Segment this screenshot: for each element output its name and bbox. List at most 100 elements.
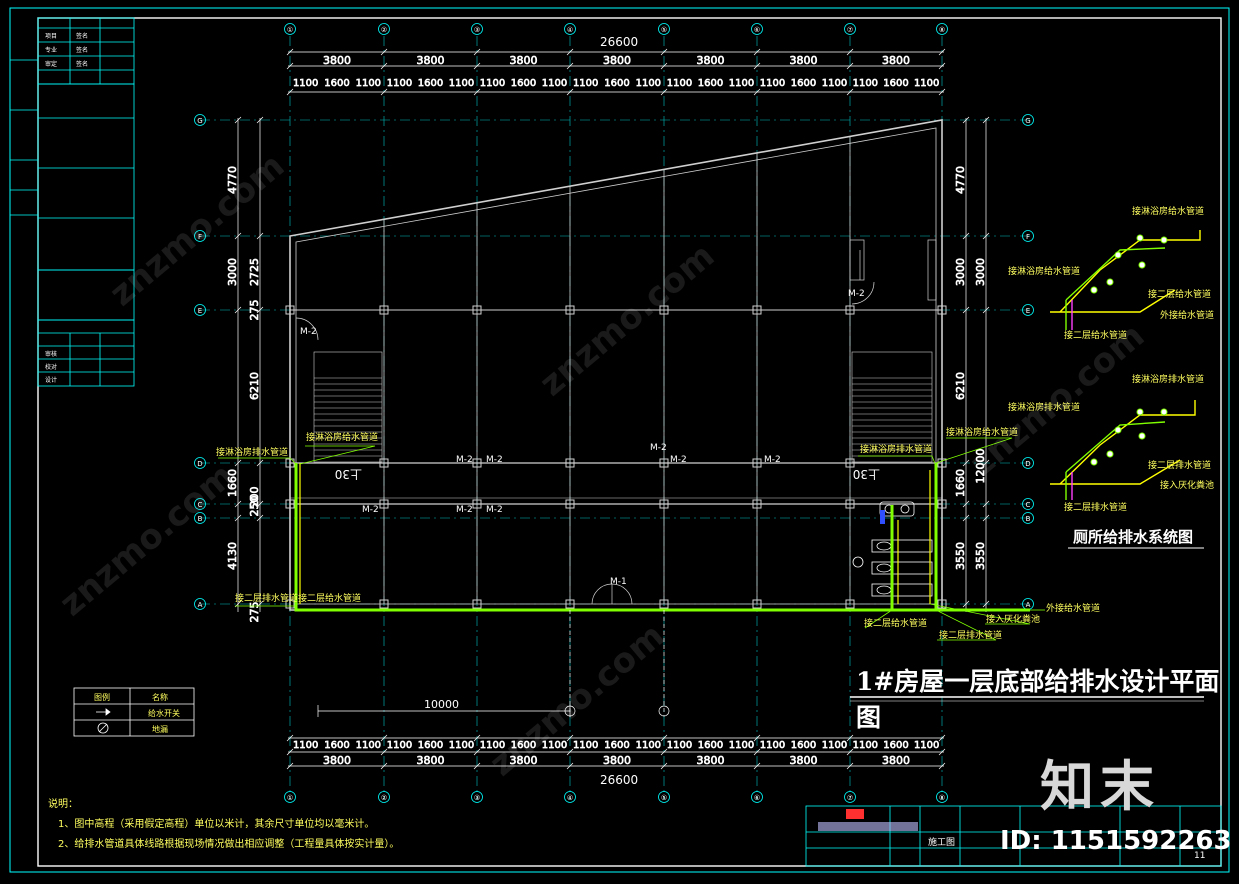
sub-dimension-label: 1100 (636, 78, 661, 89)
grid-bubble (564, 791, 576, 803)
sub-dimension-label: 1100 (356, 78, 381, 89)
svg-text:校对: 校对 (45, 363, 57, 371)
vertical-dimension-label: 12000 (974, 449, 987, 484)
svg-text:审定: 审定 (45, 60, 57, 68)
dimension-tick (380, 62, 388, 70)
grid-bubble (658, 791, 670, 803)
vertical-dimension-label: 275 (248, 300, 261, 321)
id-watermark: ID: 1151592263 (1000, 826, 1232, 856)
column (937, 458, 947, 468)
valve-marker (1138, 432, 1146, 440)
grid-bubble-label: ⑥ (754, 794, 760, 802)
dimension-tick (256, 514, 264, 522)
title-block-stage: 施工图 (928, 836, 955, 848)
dimension-tick (660, 762, 668, 770)
grid-bubble (1022, 304, 1034, 316)
partition-walls (383, 136, 851, 604)
vertical-dimension-label: 4130 (226, 542, 239, 570)
dimension-tick (962, 306, 970, 314)
dimension-tick (380, 762, 388, 770)
dimension-tick (982, 500, 990, 508)
dimension-tick (566, 734, 574, 742)
system-label: 接淋浴房排水管道 (1008, 401, 1080, 413)
grid-bubble (471, 23, 483, 35)
grid-bubble-label: C (1026, 501, 1031, 509)
pipe-label: 接淋浴房给水管道 (946, 426, 1018, 438)
grid-bubble (564, 23, 576, 35)
door-label: M-2 (456, 455, 473, 465)
grid-bubble (194, 498, 206, 510)
dimension-tick (473, 734, 481, 742)
dimension-tick (256, 500, 264, 508)
dimension-tick (982, 116, 990, 124)
grid-bubble (194, 230, 206, 242)
bay-dimension-label: 3800 (697, 54, 725, 67)
dimension-tick (982, 600, 990, 608)
grid-bubble-label: F (198, 233, 202, 241)
grid-bubble-label: B (1026, 515, 1031, 523)
sub-dimension-label: 1100 (356, 740, 381, 751)
svg-text:审核: 审核 (45, 350, 57, 358)
bay-dimension-label: 3800 (603, 754, 631, 767)
dimension-tick (846, 748, 854, 756)
valve-marker (1160, 236, 1168, 244)
bay-dimension-label: 3800 (603, 54, 631, 67)
dimension-tick (234, 500, 242, 508)
dimension-tick (962, 459, 970, 467)
grid-bubble (284, 791, 296, 803)
dimension-tick (234, 459, 242, 467)
system-labels: 接淋浴房给水管道接淋浴房给水管道接二层给水管道外接给水管道接二层给水管道接淋浴房… (1008, 205, 1214, 513)
grid-bubble-label: G (1025, 117, 1030, 125)
dimension-tick (473, 762, 481, 770)
dimension-tick (234, 306, 242, 314)
dimension-tick (256, 232, 264, 240)
sub-dimension-label: 1100 (387, 740, 412, 751)
sub-dimension-label: 1100 (853, 78, 878, 89)
vertical-dimension-label: 6210 (248, 372, 261, 400)
bay-dimension-label: 3800 (790, 754, 818, 767)
vertical-dimension-label: 4770 (226, 166, 239, 194)
dimension-tick (753, 62, 761, 70)
grid-bubble-label: A (198, 601, 203, 609)
svg-text:签名: 签名 (76, 46, 88, 54)
dimension-tick (753, 748, 761, 756)
sub-dimension-label: 1100 (293, 740, 318, 751)
sub-dimension-label: 1100 (667, 78, 692, 89)
dimension-tick (660, 48, 668, 56)
dimension-tick (566, 762, 574, 770)
bay-dimension-label: 3800 (323, 754, 351, 767)
dimension-tick (938, 734, 946, 742)
stair-label-right: 上30 (853, 467, 880, 481)
dimension-tick (962, 500, 970, 508)
bay-dimension-label: 3800 (323, 54, 351, 67)
span-dimension (317, 610, 670, 717)
grid-bubble (1022, 230, 1034, 242)
dimension-tick (660, 88, 668, 96)
grid-bubble (1022, 512, 1034, 524)
dimension-tick (938, 62, 946, 70)
sub-dimension-label: 1100 (480, 740, 505, 751)
grid-bubble-label: F (1026, 233, 1030, 241)
dimension-tick (846, 62, 854, 70)
column (285, 499, 295, 509)
grid-bubble (194, 457, 206, 469)
dimension-tick (380, 48, 388, 56)
grid-bubble-label: ⑦ (847, 794, 853, 802)
sub-dimension-label: 1600 (511, 740, 536, 751)
system-label: 外接给水管道 (1160, 309, 1214, 321)
sub-dimension-label: 1600 (324, 78, 349, 89)
vertical-dimension-label: 250 (248, 496, 261, 517)
bay-dimension-label: 3800 (510, 754, 538, 767)
label-leaders (218, 437, 1045, 641)
span-dimension-label: 10000 (424, 698, 459, 711)
vertical-dimension-label: 200 (248, 487, 261, 508)
dimension-tick (286, 734, 294, 742)
sub-dimension-label: 1100 (542, 740, 567, 751)
grid-bubble (378, 23, 390, 35)
system-label: 接二层排水管道 (1148, 459, 1211, 471)
svg-text:专业: 专业 (45, 46, 57, 54)
stair-label-left: 上30 (335, 467, 362, 481)
grid-bubble-label: ① (287, 26, 293, 34)
